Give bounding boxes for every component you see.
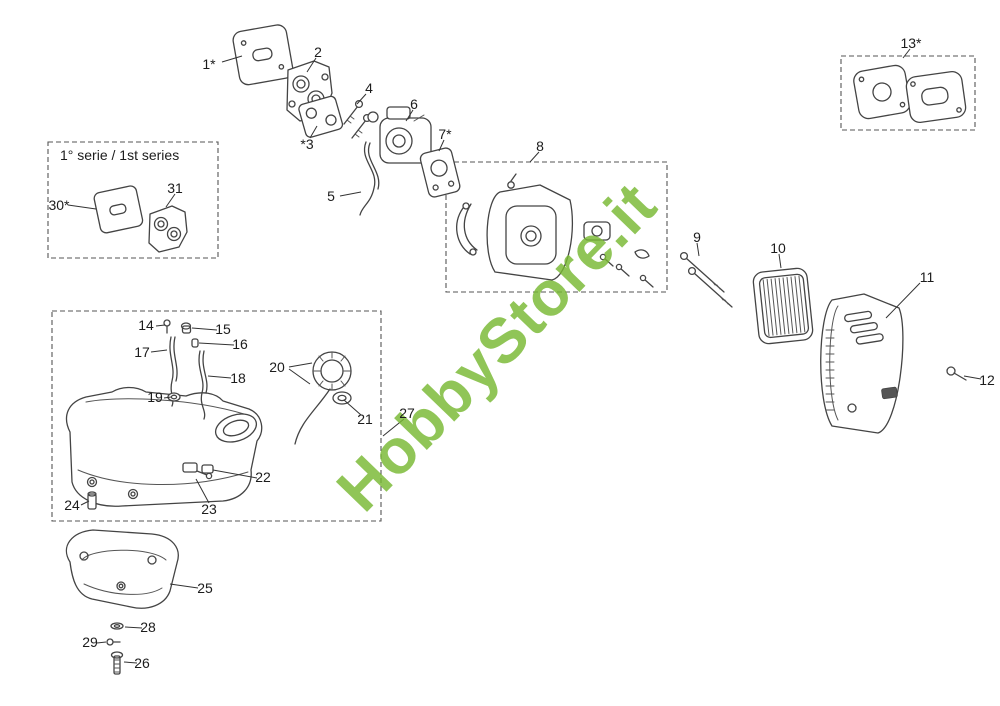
callout-23: 23	[201, 501, 217, 517]
series-gasket-30-drawing	[93, 185, 144, 234]
filter-cover-drawing	[820, 293, 904, 434]
callout-14: 14	[138, 317, 154, 333]
callout-28: 28	[140, 619, 156, 635]
fuel-tank-drawing	[65, 386, 263, 507]
leader-lines	[67, 48, 982, 664]
spacer-plate-drawing	[298, 95, 344, 138]
series-block-31-drawing	[148, 205, 188, 253]
callout-26: 26	[134, 655, 150, 671]
callout-8: 8	[536, 138, 544, 154]
callout-5: 5	[327, 188, 335, 204]
guard-drawing	[65, 529, 179, 609]
callout-19: 19	[147, 389, 163, 405]
callout-29: 29	[82, 634, 98, 650]
callout-31: 31	[167, 180, 183, 196]
tank-fittings-drawing	[163, 319, 199, 348]
air-filter-drawing	[752, 267, 814, 345]
gasket-1-drawing	[232, 24, 294, 86]
callout-21: 21	[357, 411, 373, 427]
carburetor-drawing	[367, 106, 432, 164]
callout-3: *3	[300, 136, 314, 152]
shroud-box-frame	[445, 161, 668, 293]
screws-9-drawing	[679, 251, 733, 308]
callout-12: 12	[979, 372, 995, 388]
series-box-frame	[47, 141, 219, 259]
series-box-title: 1° serie / 1st series	[60, 147, 180, 163]
callout-10: 10	[770, 240, 786, 256]
tank-small-parts-drawing	[87, 464, 214, 510]
screw-12-drawing	[946, 366, 967, 381]
callout-22: 22	[255, 469, 271, 485]
fuel-line-drawing	[359, 141, 380, 216]
callout-17: 17	[134, 344, 150, 360]
callout-9: 9	[693, 229, 701, 245]
callout-11: 11	[919, 269, 935, 285]
callout-30: 30*	[48, 197, 70, 213]
callout-13: 13*	[900, 35, 922, 51]
callout-6: 6	[410, 96, 418, 112]
callout-15: 15	[215, 321, 231, 337]
gasket-set-drawing	[853, 64, 967, 124]
callout-2: 2	[314, 44, 322, 60]
callout-7: 7*	[438, 126, 452, 142]
gasket-7-drawing	[419, 147, 461, 198]
shroud-assembly-drawing	[456, 173, 654, 288]
callout-1: 1*	[202, 56, 216, 72]
callout-20: 20	[269, 359, 285, 375]
bottom-hardware-drawing	[106, 622, 124, 675]
callout-18: 18	[230, 370, 246, 386]
callout-16: 16	[232, 336, 248, 352]
callout-27: 27	[399, 405, 415, 421]
callout-24: 24	[64, 497, 80, 513]
callout-4: 4	[365, 80, 373, 96]
fuel-cap-drawing	[294, 351, 352, 445]
fuel-tank-box-frame	[51, 310, 382, 522]
bolts-4-drawing	[343, 99, 372, 139]
callout-25: 25	[197, 580, 213, 596]
gasket-set-box-frame	[840, 55, 976, 131]
